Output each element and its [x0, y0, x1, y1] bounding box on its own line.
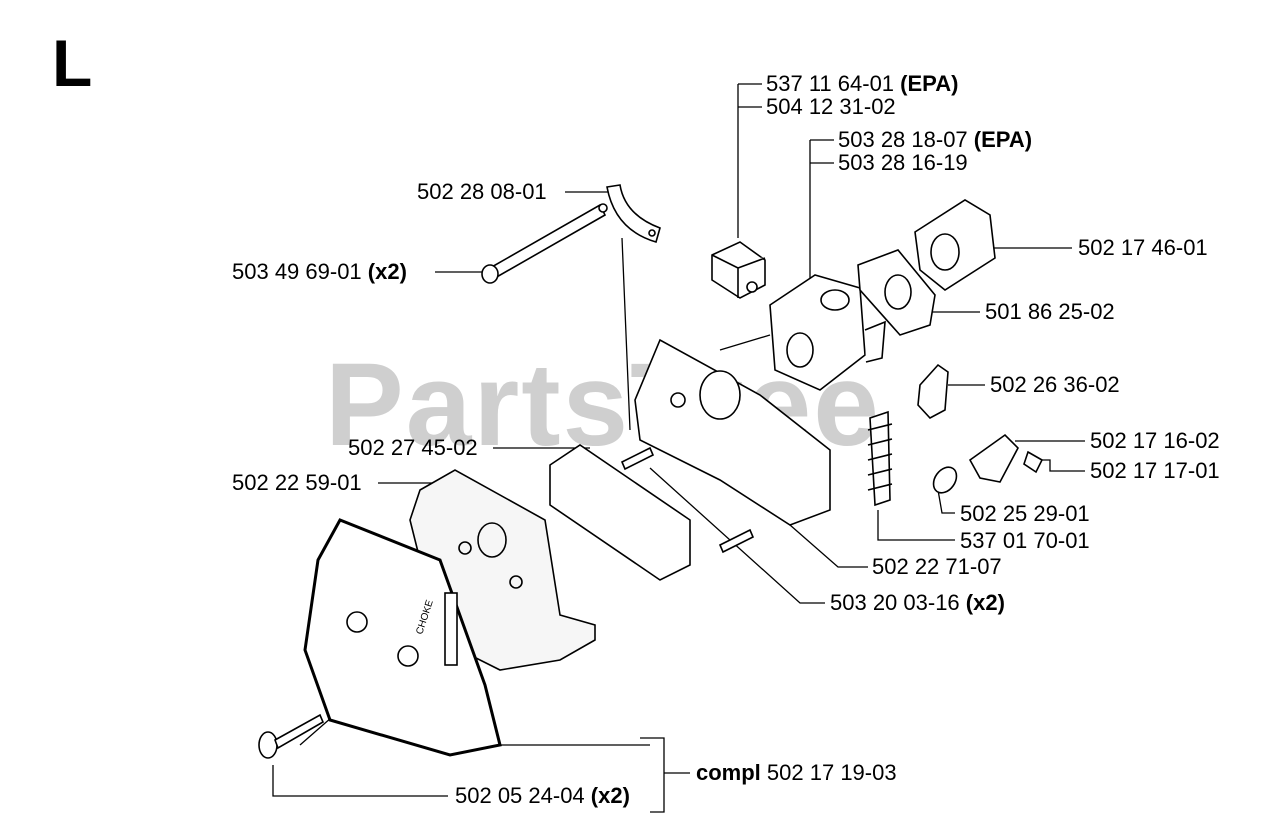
label-502-17-46-01[interactable]: 502 17 46-01: [1078, 235, 1208, 260]
long-screw: [481, 203, 608, 284]
label-503-20-03-16[interactable]: 503 20 03-16 (x2): [830, 590, 1005, 615]
label-502-17-16-02[interactable]: 502 17 16-02: [1090, 428, 1220, 453]
filter-cover: [303, 518, 502, 757]
cover-hole-1: [346, 611, 368, 633]
label-502-27-45-02[interactable]: 502 27 45-02: [348, 435, 478, 460]
leader-503-20-03-16: [649, 467, 825, 604]
cover-bolt: [258, 713, 325, 759]
label-502-22-59-01[interactable]: 502 22 59-01: [232, 470, 362, 495]
label-502-22-71-07[interactable]: 502 22 71-07: [872, 554, 1002, 579]
label-501-86-25-02[interactable]: 501 86 25-02: [985, 299, 1115, 324]
label-compl[interactable]: compl 502 17 19-03: [696, 760, 897, 785]
label-502-26-36-02[interactable]: 502 26 36-02: [990, 372, 1120, 397]
filter-element: [549, 444, 691, 581]
bracket: [606, 184, 661, 243]
choke-slot: [444, 592, 458, 666]
bellows: [867, 410, 893, 507]
label-503-28-18-07[interactable]: 503 28 18-07 (EPA): [838, 127, 1033, 152]
intake-adapter: [914, 199, 996, 291]
leader-503-28-18-07: [809, 139, 834, 285]
throttle-parts: [932, 433, 1044, 494]
label-502-05-24-04[interactable]: 502 05 24-04 (x2): [455, 783, 630, 808]
leader-502-22-71-07: [789, 524, 868, 568]
leader-502-05-24-04: [272, 765, 448, 797]
leader-compl: [498, 737, 690, 813]
label-503-49-69-01[interactable]: 503 49 69-01 (x2): [232, 259, 407, 284]
leader-housing: [621, 237, 771, 431]
cover-hole-2: [397, 645, 419, 667]
gasket: [857, 249, 936, 336]
leader-502-25-29-01: [937, 489, 955, 514]
short-screws: [620, 446, 755, 554]
label-503-28-16-19[interactable]: 503 28 16-19: [838, 150, 968, 175]
filter-housing: [634, 338, 831, 526]
label-502-17-17-01[interactable]: 502 17 17-01: [1090, 458, 1220, 483]
label-504-12-31-02[interactable]: 504 12 31-02: [766, 94, 896, 119]
leader-537-11-64-01: [737, 83, 762, 238]
choke-lever: [917, 363, 949, 419]
intake-clip: [711, 241, 766, 299]
leader-502-17-17-01: [1040, 459, 1085, 472]
section-letter: L: [52, 26, 93, 100]
label-537-01-70-01[interactable]: 537 01 70-01: [960, 528, 1090, 553]
label-502-28-08-01[interactable]: 502 28 08-01: [417, 179, 547, 204]
label-502-25-29-01[interactable]: 502 25 29-01: [960, 501, 1090, 526]
carburetor: [769, 274, 886, 391]
leader-537-01-70-01: [877, 510, 955, 541]
label-537-11-64-01[interactable]: 537 11 64-01 (EPA): [766, 71, 959, 96]
